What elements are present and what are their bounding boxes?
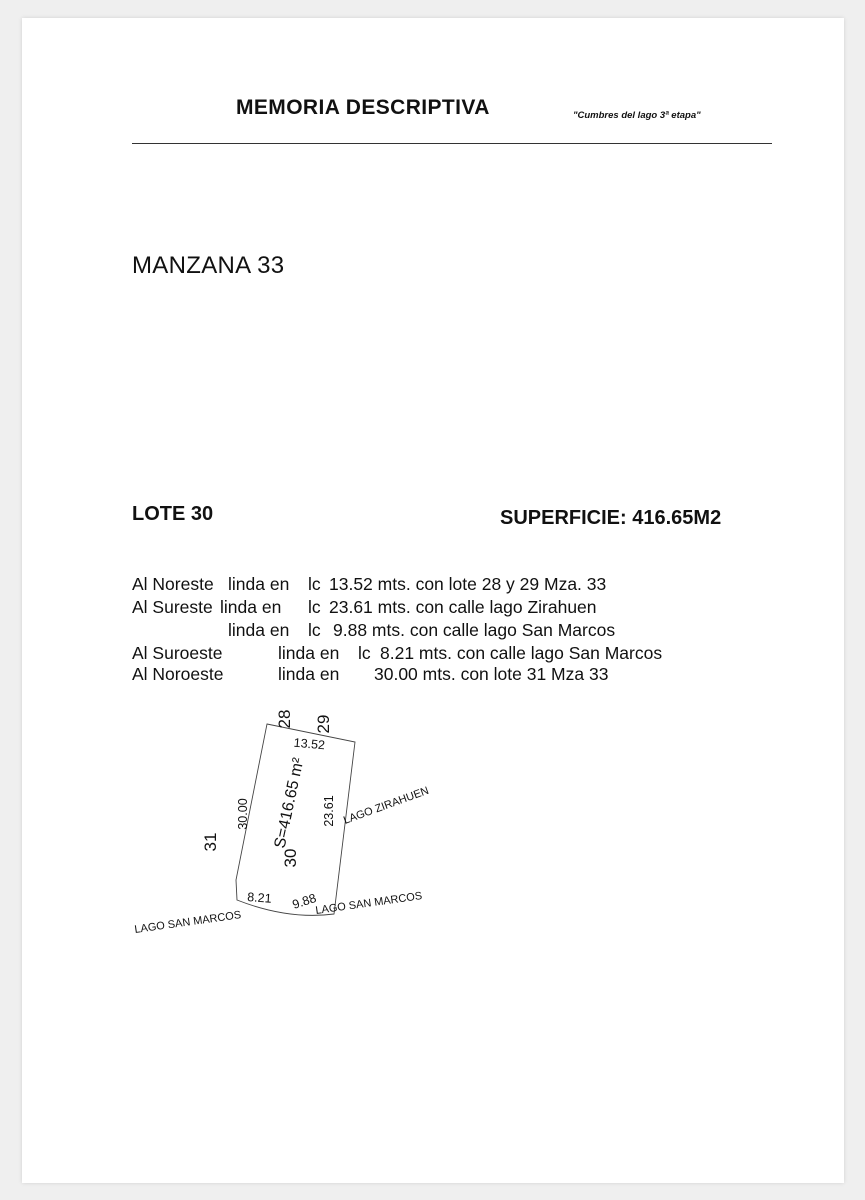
calle-lago-san-marcos-este: LAGO SAN MARCOS [315, 890, 423, 917]
lote-28-label: 28 [275, 710, 294, 729]
document-subtitle: "Cumbres del lago 3ª etapa" [573, 110, 701, 121]
colindancia-lc: lc [308, 620, 321, 640]
medida-noreste: 13.52 [293, 736, 325, 753]
manzana-label: MANZANA 33 [132, 252, 285, 279]
colindancia-medida: 23.61 mts. con calle lago Zirahuen [329, 597, 597, 617]
lote-30-label: 30 [281, 849, 300, 868]
colindancia-medida: 13.52 mts. con lote 28 y 29 Mza. 33 [329, 574, 607, 594]
medida-sureste: 23.61 [322, 795, 336, 826]
medida-sur: 9.88 [291, 891, 319, 912]
lote-croquis: 28 29 13.52 30.00 23.61 31 S=416.65 m² 3… [134, 710, 431, 936]
colindancia-dir: Al Suroeste [132, 643, 223, 663]
superficie-label: SUPERFICIE: 416.65M2 [500, 507, 722, 529]
colindancia-dir: Al Noreste [132, 574, 214, 594]
lote-29-label: 29 [314, 715, 333, 734]
colindancia-lc: lc [358, 643, 371, 663]
colindancia-linda: linda en [228, 574, 290, 594]
colindancia-medida: 8.21 mts. con calle lago San Marcos [380, 643, 663, 663]
colindancia-medida: 30.00 mts. con lote 31 Mza 33 [374, 664, 609, 684]
colindancia-linda: linda en [278, 643, 340, 663]
colindancia-lc: lc [308, 574, 321, 594]
colindancia-dir: Al Noroeste [132, 664, 224, 684]
colindancia-linda: linda en [278, 664, 340, 684]
colindancia-linda: linda en [220, 597, 282, 617]
colindancia-medida: 9.88 mts. con calle lago San Marcos [333, 620, 616, 640]
medida-suroeste: 8.21 [247, 890, 272, 906]
colindancia-lc: lc [308, 597, 321, 617]
lote-31-label: 31 [201, 833, 220, 852]
document-title: MEMORIA DESCRIPTIVA [236, 96, 490, 119]
lote-outline [235, 723, 356, 916]
colindancia-linda: linda en [228, 620, 290, 640]
medida-noroeste: 30.00 [236, 798, 250, 829]
colindancia-dir: Al Sureste [132, 597, 213, 617]
superficie-croquis: S=416.65 m² [272, 756, 308, 850]
lote-label: LOTE 30 [132, 503, 214, 525]
calle-lago-san-marcos-oeste: LAGO SAN MARCOS [134, 909, 242, 936]
document-page: MEMORIA DESCRIPTIVA "Cumbres del lago 3ª… [22, 18, 844, 1183]
calle-lago-zirahuen: LAGO ZIRAHUEN [342, 785, 431, 827]
header-rule [132, 143, 772, 144]
